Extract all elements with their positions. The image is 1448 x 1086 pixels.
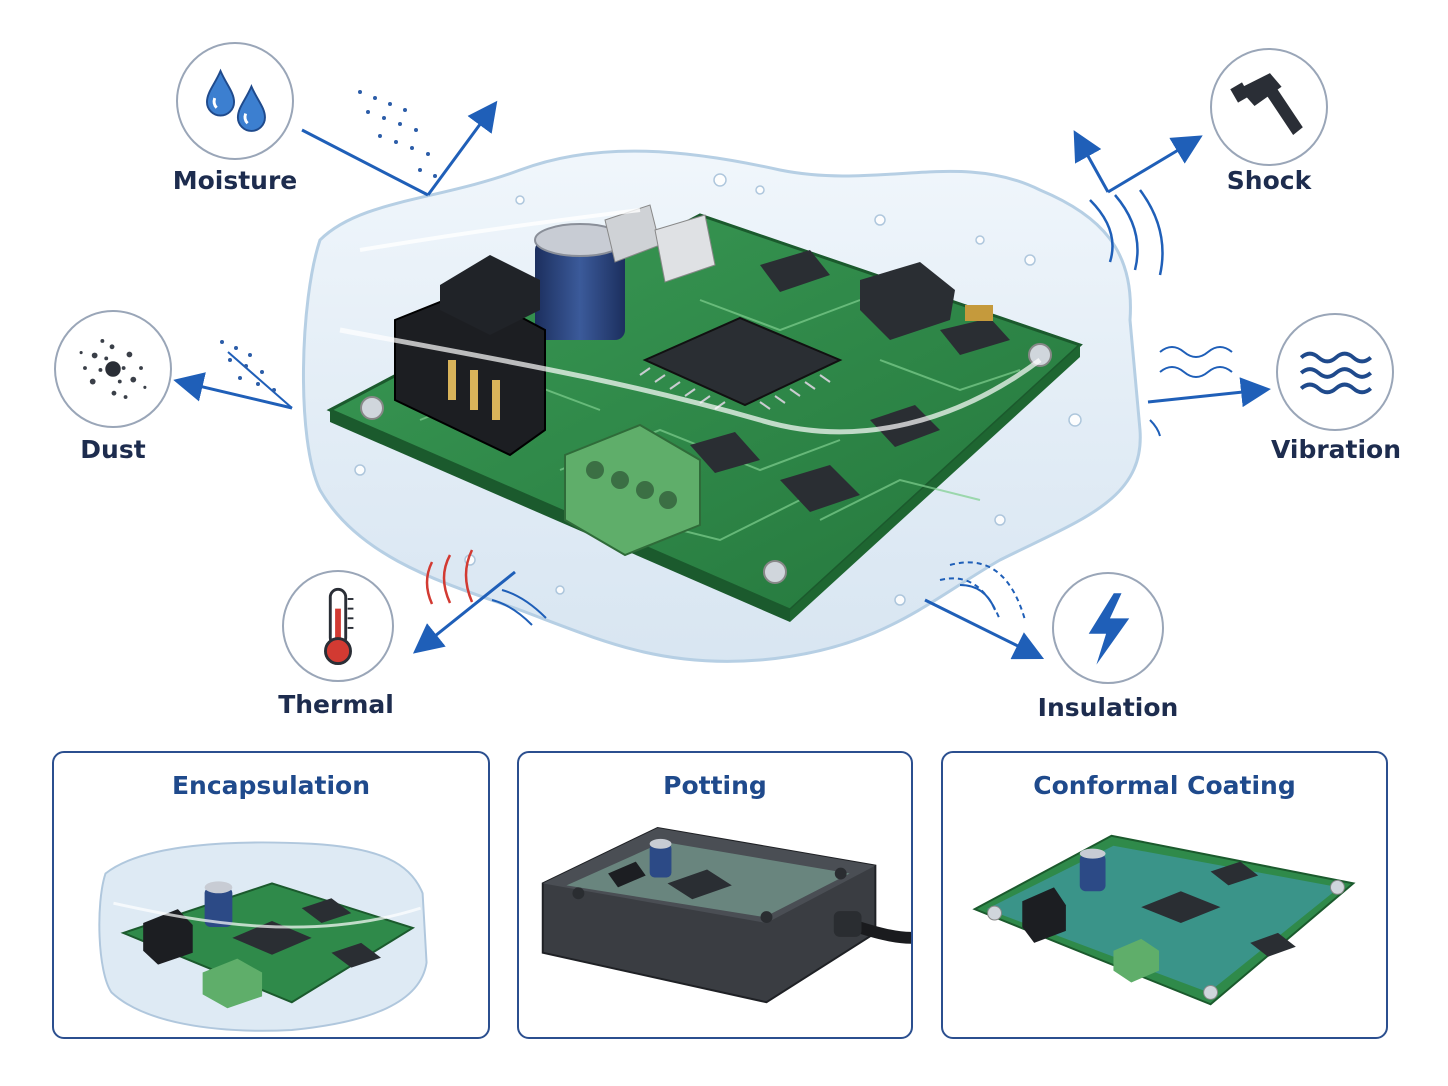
conformal-coating-illustration: [972, 834, 1356, 1006]
potting-illustration: [541, 826, 911, 1004]
thermometer-icon: [282, 570, 394, 682]
shock-label: Shock: [1226, 166, 1312, 195]
microcontroller-chip: [642, 316, 843, 407]
moisture-arrow: [301, 90, 498, 197]
insulation-arrow: [924, 561, 1045, 660]
lightning-bolt-icon: [1052, 572, 1164, 684]
capacitor: [535, 240, 625, 340]
encapsulation-illustration: [98, 841, 428, 1032]
moisture-label: Moisture: [172, 166, 298, 195]
vibration-arrow: [1147, 346, 1271, 437]
conformal-coating-card: Conformal Coating: [941, 751, 1388, 1039]
encapsulated-pcb-illustration: [173, 90, 1271, 663]
insulation-label: Insulation: [1037, 693, 1179, 722]
shock-arrow: [1073, 130, 1203, 276]
screw-terminal-block: [564, 423, 701, 557]
thermal-arrow: [412, 549, 547, 654]
vibration-label: Vibration: [1270, 435, 1402, 464]
potting-card: Potting: [517, 751, 913, 1039]
encapsulation-title: Encapsulation: [171, 771, 371, 800]
dust-particles-icon: [54, 310, 172, 428]
thermal-label: Thermal: [278, 690, 394, 719]
encapsulation-card: Encapsulation: [52, 751, 490, 1039]
potting-title: Potting: [663, 771, 767, 800]
conformal-coating-title: Conformal Coating: [1033, 771, 1296, 800]
dust-label: Dust: [80, 435, 146, 464]
dust-arrow: [173, 340, 293, 410]
hammer-icon: [1210, 48, 1328, 166]
wave-lines-icon: [1276, 313, 1394, 431]
water-drops-icon: [176, 42, 294, 160]
